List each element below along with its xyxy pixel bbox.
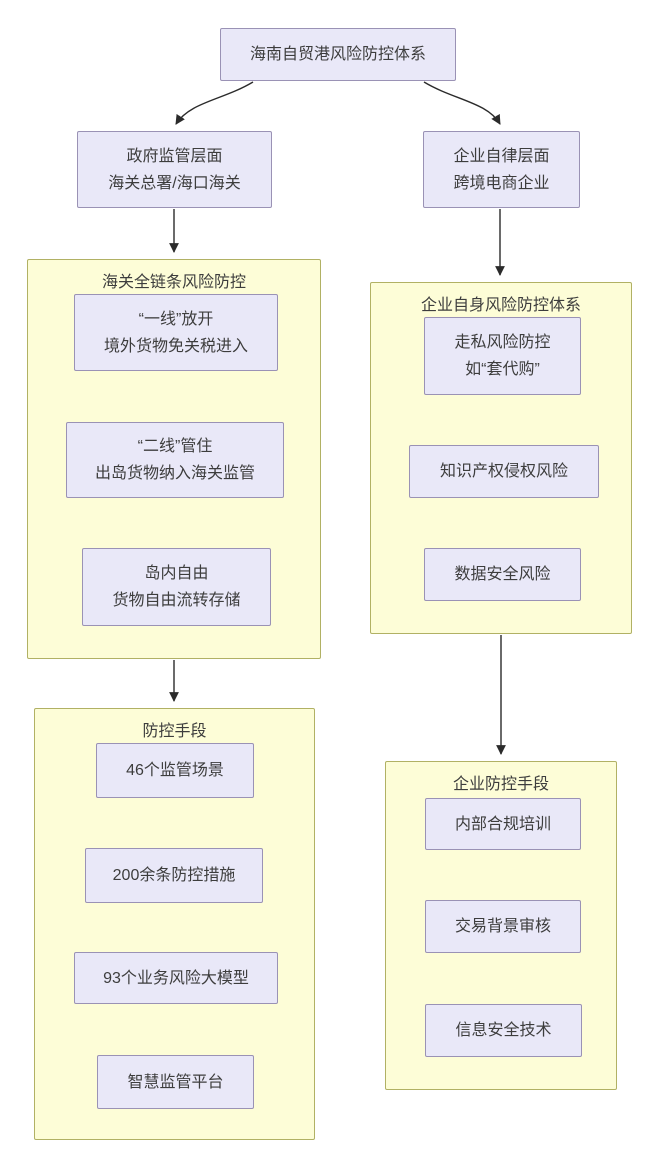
island-freedom-line1: 岛内自由 [144,565,209,582]
smuggling-risk-node: 走私风险防控 如“套代购” [424,317,581,395]
info-security-label: 信息安全技术 [455,1022,552,1039]
first-line-open-line2: 境外货物免关税进入 [103,337,248,355]
supervision-scenarios-label: 46个监管场景 [126,762,224,779]
enterprise-risk-group-title: 企业自身风险防控体系 [420,297,581,314]
customs-group-title: 海关全链条风险防控 [101,274,246,291]
transaction-review-node: 交易背景审核 [425,900,581,953]
island-freedom-line2: 货物自由流转存储 [112,592,241,609]
root-node-label: 海南自贸港风险防控体系 [249,46,426,63]
government-level-line2: 海关总署/海口海关 [108,174,241,192]
first-line-open-node: “一线”放开 境外货物免关税进入 [74,294,278,371]
smuggling-risk-line2: 如“套代购” [465,361,540,378]
enterprise-level-line1: 企业自律层面 [453,147,550,165]
government-level-line1: 政府监管层面 [126,147,223,165]
compliance-training-label: 内部合规培训 [454,815,551,833]
compliance-training-node: 内部合规培训 [425,798,581,850]
smart-platform-node: 智慧监管平台 [97,1055,254,1109]
measures-group: 防控手段 46个监管场景 200余条防控措施 93个业务风险大模型 智慧监管平台 [34,708,315,1140]
smart-platform-label: 智慧监管平台 [127,1073,224,1091]
arrow-root-to-enterprise [423,81,501,125]
data-security-label: 数据安全风险 [454,566,551,583]
customs-group: 海关全链条风险防控 “一线”放开 境外货物免关税进入 “二线”管住 出岛货物纳入… [27,259,321,659]
transaction-review-label: 交易背景审核 [454,918,551,935]
first-line-open-line1: “一线”放开 [138,310,214,328]
supervision-scenarios-node: 46个监管场景 [96,743,254,798]
info-security-node: 信息安全技术 [425,1004,582,1057]
enterprise-level-node: 企业自律层面 跨境电商企业 [423,131,580,208]
second-line-control-line1: “二线”管住 [137,438,213,455]
risk-models-node: 93个业务风险大模型 [74,952,278,1004]
second-line-control-node: “二线”管住 出岛货物纳入海关监管 [66,422,284,498]
government-level-node: 政府监管层面 海关总署/海口海关 [77,131,272,208]
second-line-control-line2: 出岛货物纳入海关监管 [94,465,255,482]
ip-infringement-label: 知识产权侵权风险 [439,463,568,480]
control-measures-label: 200余条防控措施 [112,867,236,884]
risk-models-label: 93个业务风险大模型 [103,969,249,987]
data-security-node: 数据安全风险 [424,548,581,601]
ip-infringement-node: 知识产权侵权风险 [409,445,599,498]
enterprise-measures-group: 企业防控手段 内部合规培训 交易背景审核 信息安全技术 [385,761,617,1090]
control-measures-node: 200余条防控措施 [85,848,263,903]
smuggling-risk-line1: 走私风险防控 [454,334,551,351]
arrow-root-to-government [175,81,254,125]
enterprise-level-line2: 跨境电商企业 [453,174,550,192]
island-freedom-node: 岛内自由 货物自由流转存储 [82,548,271,626]
root-node: 海南自贸港风险防控体系 [220,28,456,81]
enterprise-risk-group: 企业自身风险防控体系 走私风险防控 如“套代购” 知识产权侵权风险 数据安全风险 [370,282,632,634]
measures-group-title: 防控手段 [142,723,207,740]
enterprise-measures-group-title: 企业防控手段 [452,776,549,793]
